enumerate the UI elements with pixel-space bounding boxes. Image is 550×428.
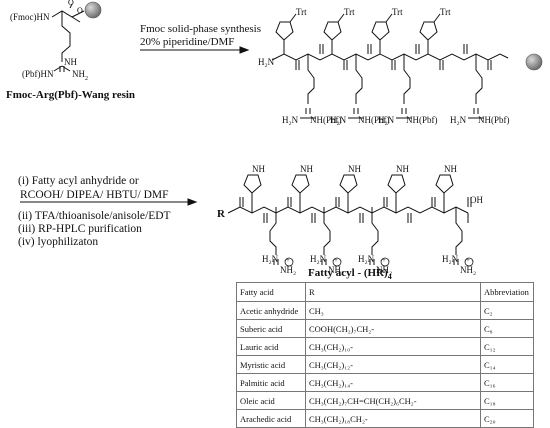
his-nh-1: NH — [252, 164, 265, 174]
arg-nh2-4: NH₂ — [460, 265, 477, 275]
guan-h2n-3: H₂N — [378, 115, 395, 125]
header-fatty-acid: Fatty acid — [236, 282, 306, 302]
table-row: Myristic acid CH₃(CH₂)₁₂- C₁₄ — [236, 355, 534, 374]
wang-resin-bead — [84, 1, 102, 19]
his-nh-3: NH — [348, 164, 361, 174]
guan-pbf-3: NH(Pbf) — [406, 115, 438, 125]
cell-r: CH₃(CH₂)₁₀- — [305, 337, 481, 356]
svg-text:O: O — [68, 0, 74, 7]
table-row: Arachedic acid CH₃(CH₂)₁₈CH₂- C₂₀ — [236, 409, 534, 428]
step2-line4: (iii) RP-HPLC purification — [18, 223, 142, 235]
peptide-resin-bead — [525, 53, 543, 71]
header-r: R — [305, 282, 481, 302]
cell-r: CH₃(CH₂)₇CH=CH(CH₂)₆CH₂- — [305, 391, 481, 410]
charge-plus-2: + — [334, 256, 338, 264]
cell-acid: Lauric acid — [236, 337, 306, 356]
step2-line2: RCOOH/ DIPEA/ HBTU/ DMF — [20, 189, 169, 201]
pbf-nh-label: (Pbf)HN — [22, 69, 54, 79]
protected-peptide — [271, 13, 509, 119]
cell-r: CH₃(CH₂)₁₂- — [305, 355, 481, 374]
c-terminus-oh: OH — [470, 195, 483, 205]
svg-text:O: O — [77, 6, 83, 15]
guan-h2n-4: H₂N — [450, 115, 467, 125]
cell-abbr: C₈ — [480, 319, 534, 338]
final-product-caption: Fatty acyl - (HR)4 — [308, 267, 392, 282]
table-row: Lauric acid CH₃(CH₂)₁₀- C₁₂ — [236, 337, 534, 356]
protected-n-terminus: H₂N — [258, 57, 275, 67]
cell-acid: Acetic anhydride — [236, 301, 306, 320]
arg-h2n-4: H₂N — [442, 254, 459, 264]
final-peptide — [227, 174, 472, 265]
guan-h2n-1: H₂N — [282, 115, 299, 125]
his-nh-2: NH — [300, 164, 313, 174]
synthesis-scheme-graphic: O O — [20, 0, 543, 267]
r-group-label: R — [217, 208, 225, 220]
guan-pbf-1: NH(Pbf) — [310, 115, 342, 125]
charge-plus-1: + — [286, 256, 290, 264]
guan-h2n-2: H₂N — [330, 115, 347, 125]
cell-r: COOH(CH₂)₇CH₂- — [305, 319, 481, 338]
charge-markers — [284, 257, 474, 267]
charge-plus-3: + — [382, 256, 386, 264]
trt-label-3: Trt — [392, 7, 403, 17]
his-nh-4: NH — [396, 164, 409, 174]
cell-acid: Myristic acid — [236, 355, 306, 374]
resin-nh2-label: NH2 — [72, 69, 88, 82]
arg-nh2-2: NH₂ — [328, 265, 345, 275]
cell-abbr: C₁₄ — [480, 355, 534, 374]
arg-nh2-3: NH₂ — [376, 265, 393, 275]
cell-acid: Oleic acid — [236, 391, 306, 410]
cell-r: CH₃ — [305, 301, 481, 320]
step1-line1: Fmoc solid-phase synthesis — [140, 23, 261, 35]
cell-acid: Arachedic acid — [236, 409, 306, 428]
resin-nh-label: NH — [64, 57, 77, 67]
step1-arrow — [140, 46, 250, 54]
cell-abbr: C₁₂ — [480, 337, 534, 356]
step2-line3: (ii) TFA/thioanisole/anisole/EDT — [18, 210, 171, 222]
cell-abbr: C₂ — [480, 301, 534, 320]
cell-r: CH₃(CH₂)₁₄- — [305, 373, 481, 392]
resin-structure — [51, 3, 85, 72]
his-nh-5: NH — [444, 164, 457, 174]
trt-label-4: Trt — [440, 7, 451, 17]
table-row: Oleic acid CH₃(CH₂)₇CH=CH(CH₂)₆CH₂- C₁₈ — [236, 391, 534, 410]
cell-abbr: C₂₀ — [480, 409, 534, 428]
step2-line5: (iv) lyophilizaton — [18, 236, 99, 248]
arg-nh2-1: NH₂ — [280, 265, 297, 275]
guan-pbf-2: NH(Pbf) — [358, 115, 390, 125]
trt-label-2: Trt — [344, 7, 355, 17]
arg-h2n-1: H₂N — [262, 254, 279, 264]
cell-abbr: C₁₈ — [480, 391, 534, 410]
step2-line1: (i) Fatty acyl anhydride or — [18, 175, 139, 187]
cell-abbr: C₁₆ — [480, 373, 534, 392]
table-header-row: Fatty acid R Abbreviation — [236, 282, 534, 302]
step1-line2: 20% piperidine/DMF — [140, 36, 235, 48]
header-abbreviation: Abbreviation — [480, 282, 534, 302]
arg-h2n-2: H₂N — [310, 254, 327, 264]
trt-label-1: Trt — [296, 7, 307, 17]
cell-r: CH₃(CH₂)₁₈CH₂- — [305, 409, 481, 428]
table-row: Suberic acid COOH(CH₂)₇CH₂- C₈ — [236, 319, 534, 338]
cell-acid: Suberic acid — [236, 319, 306, 338]
fmoc-nh-label: (Fmoc)HN — [10, 12, 50, 22]
table-row: Acetic anhydride CH₃ C₂ — [236, 301, 534, 320]
step2-arrow — [20, 198, 198, 206]
fatty-acid-table: Fatty acid R Abbreviation Acetic anhydri… — [236, 282, 534, 428]
charge-plus-4: + — [466, 256, 470, 264]
guan-pbf-4: NH(Pbf) — [478, 115, 510, 125]
cell-acid: Palmitic acid — [236, 373, 306, 392]
resin-caption: Fmoc-Arg(Pbf)-Wang resin — [6, 89, 136, 101]
arg-h2n-3: H₂N — [358, 254, 375, 264]
table-row: Palmitic acid CH₃(CH₂)₁₄- C₁₆ — [236, 373, 534, 392]
